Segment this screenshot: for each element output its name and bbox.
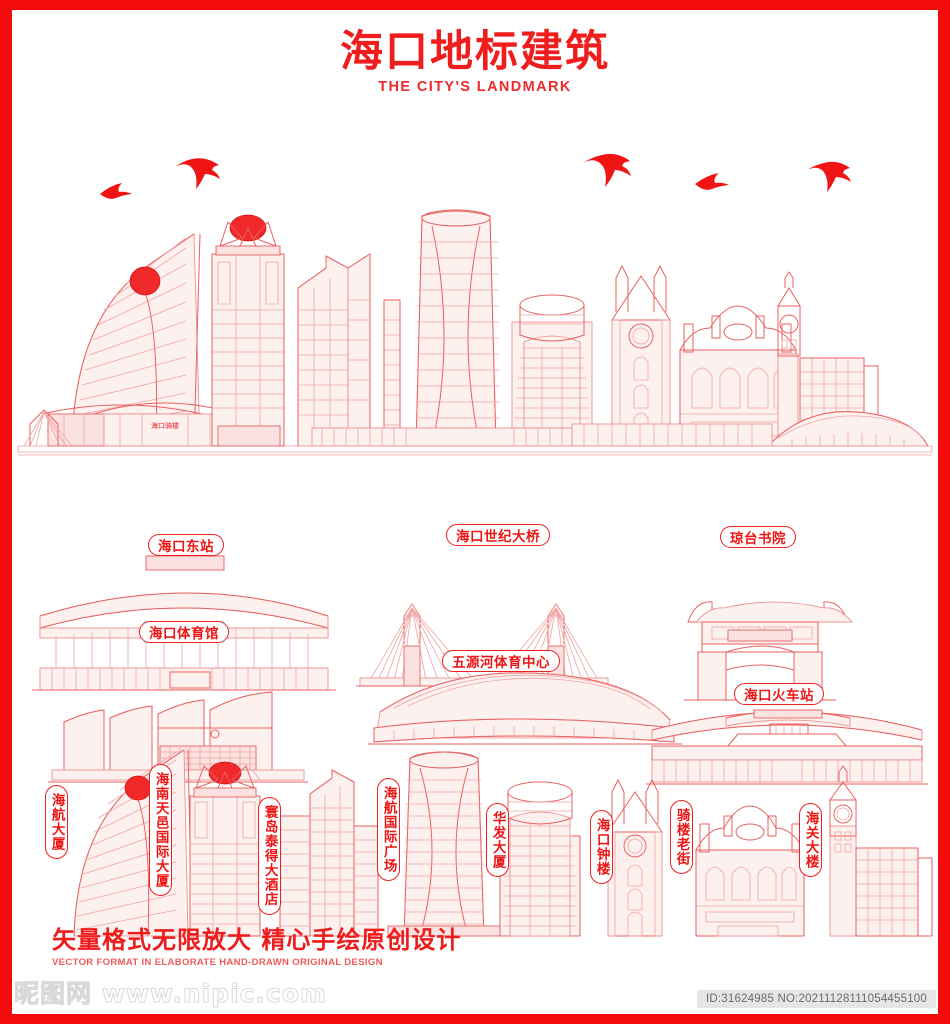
landmark-qilou-old-street xyxy=(695,805,805,937)
building-wuyuanhe-stadium-skyline xyxy=(767,411,929,447)
frame-border-top xyxy=(0,0,950,10)
label-east-station: 海口东站 xyxy=(148,534,224,556)
footer-tagline-block: 矢量格式无限放大 精心手绘原创设计 VECTOR FORMAT IN ELABO… xyxy=(52,920,461,968)
footer-tagline-en: VECTOR FORMAT IN ELABORATE HAND-DRAWN OR… xyxy=(52,957,383,968)
skyline-svg: 海口骑楼 xyxy=(17,153,933,456)
label-huafa-tower: 华发大厦 xyxy=(486,803,509,877)
landmark-catalog-panel xyxy=(12,496,938,1014)
label-tianyi-tower: 海南天邑国际大厦 xyxy=(149,764,172,896)
frame-border-left xyxy=(0,0,12,1014)
landmark-tianyi-tower xyxy=(189,761,261,937)
label-qilou-old-street: 骑楼老街 xyxy=(670,800,693,874)
building-hna-tower: 海口骑楼 xyxy=(41,233,237,447)
bird-icon xyxy=(583,153,631,187)
poster-title-block: 海口地标建筑 THE CITY'S LANDMARK xyxy=(0,28,950,95)
page-title-cn: 海口地标建筑 xyxy=(340,27,610,77)
landmark-huafa-tower xyxy=(499,781,581,937)
bird-icon xyxy=(175,158,220,189)
skyline-bridge xyxy=(23,409,73,447)
clock-face-icon xyxy=(779,314,799,334)
frame-border-right xyxy=(938,0,950,1014)
clock-face-icon xyxy=(623,834,647,858)
bird-icon xyxy=(100,183,132,199)
site-watermark: 昵图网 www.nipic.com xyxy=(13,979,328,1009)
label-wuyuanhe-center: 五源河体育中心 xyxy=(442,650,560,672)
footer-tagline-cn: 矢量格式无限放大 精心手绘原创设计 xyxy=(52,926,462,954)
asset-id-badge: ID:31624985 NO:20211128111054455100 xyxy=(696,990,936,1008)
skyline-base-plaza xyxy=(311,423,773,447)
bird-icon xyxy=(807,161,851,192)
label-haikou-clock-tower: 海口钟楼 xyxy=(590,810,613,884)
bird-icon xyxy=(695,173,729,190)
landmark-huandao-tide-hotel xyxy=(279,769,379,937)
bird-icon-group xyxy=(100,153,851,199)
label-sports-hall: 海口体育馆 xyxy=(139,621,229,643)
building-huafa-tower xyxy=(511,294,593,447)
page-title-en: THE CITY'S LANDMARK xyxy=(378,79,572,96)
building-slab-small xyxy=(383,299,401,447)
landmark-catalog-svg xyxy=(32,555,933,937)
label-railway-station: 海口火车站 xyxy=(734,683,824,705)
label-qiongtai-academy: 琼台书院 xyxy=(720,526,796,548)
frame-border-bottom xyxy=(0,1014,950,1024)
building-mid-left-towers xyxy=(297,253,371,447)
label-hna-intl-plaza: 海航国际广场 xyxy=(377,778,400,881)
skyline-panel: 海口骑楼 xyxy=(12,10,938,487)
clock-face-icon xyxy=(628,323,654,349)
clock-face-icon xyxy=(833,804,853,824)
label-huandao-tide-hotel: 寰岛泰得大酒店 xyxy=(258,797,281,915)
building-hna-intl-plaza xyxy=(401,209,515,447)
skyline-ground xyxy=(17,445,933,456)
skyline-sign-text: 海口骑楼 xyxy=(151,421,179,430)
landmark-railway-station xyxy=(646,709,928,785)
label-customs-building: 海关大楼 xyxy=(799,803,822,877)
label-hna-tower: 海航大厦 xyxy=(45,785,68,859)
landmark-haikou-clock-tower xyxy=(607,778,663,937)
landmark-customs-building xyxy=(829,765,933,937)
landmark-century-bridge xyxy=(356,603,612,687)
landmark-wuyuanhe-center xyxy=(368,672,682,745)
building-tianyi-tower xyxy=(211,214,285,447)
landmark-hna-intl-plaza xyxy=(387,751,501,937)
building-clock-tower xyxy=(611,264,671,447)
label-century-bridge: 海口世纪大桥 xyxy=(446,524,550,546)
